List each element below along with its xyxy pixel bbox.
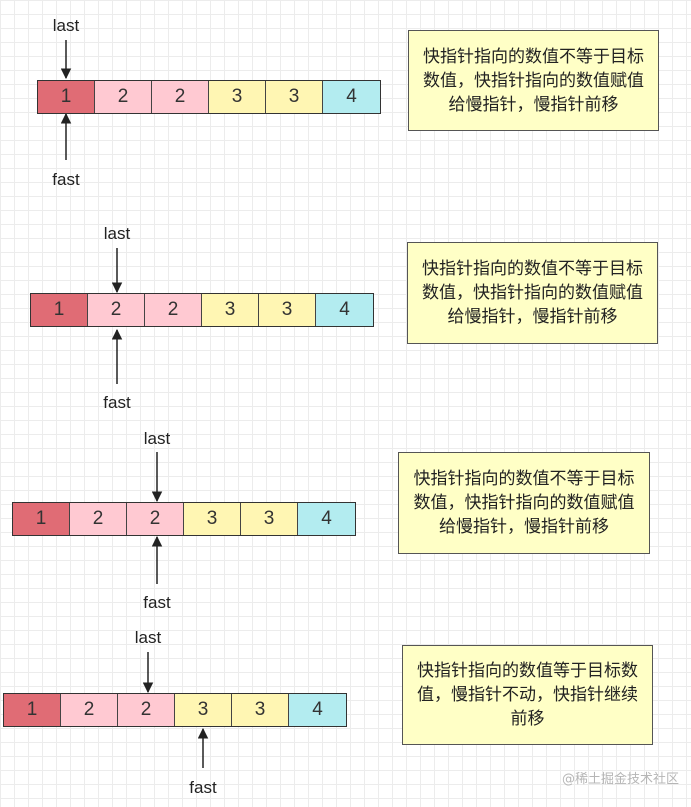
- note-text-4: 快指针指向的数值等于目标数值，慢指针不动，快指针继续前移: [417, 661, 638, 729]
- array-cell: 4: [323, 81, 380, 113]
- watermark: @稀土掘金技术社区: [561, 772, 679, 787]
- array-cell: 1: [13, 503, 70, 535]
- array-cell: 3: [241, 503, 298, 535]
- last-label-3: last: [143, 429, 171, 448]
- note-3: 快指针指向的数值不等于目标数值，快指针指向的数值赋值给慢指针，慢指针前移: [398, 452, 650, 554]
- fast-label-1: fast: [52, 170, 80, 189]
- array-cell: 1: [4, 694, 61, 726]
- array-cell: 3: [209, 81, 266, 113]
- fast-label-4: fast: [189, 778, 217, 797]
- array-cell: 3: [202, 294, 259, 326]
- note-text-1: 快指针指向的数值不等于目标数值，快指针指向的数值赋值给慢指针，慢指针前移: [423, 46, 644, 115]
- array-cell: 2: [70, 503, 127, 535]
- array-cell: 1: [38, 81, 95, 113]
- array-cell: 4: [316, 294, 373, 326]
- array-cell: 4: [298, 503, 355, 535]
- array-cell: 2: [61, 694, 118, 726]
- array-cell: 3: [175, 694, 232, 726]
- last-label-4: last: [134, 628, 162, 647]
- note-2: 快指针指向的数值不等于目标数值，快指针指向的数值赋值给慢指针，慢指针前移: [407, 242, 658, 344]
- array-cell: 2: [118, 694, 175, 726]
- array-cell: 3: [232, 694, 289, 726]
- last-label-1: last: [52, 16, 80, 35]
- array-cell: 1: [31, 294, 88, 326]
- array-cell: 3: [184, 503, 241, 535]
- array-cell: 3: [259, 294, 316, 326]
- note-text-2: 快指针指向的数值不等于目标数值，快指针指向的数值赋值给慢指针，慢指针前移: [422, 259, 643, 327]
- last-label-2: last: [103, 224, 131, 243]
- fast-label-3: fast: [143, 593, 171, 612]
- array-cell: 2: [95, 81, 152, 113]
- note-4: 快指针指向的数值等于目标数值，慢指针不动，快指针继续前移: [402, 645, 653, 745]
- fast-label-2: fast: [103, 393, 131, 412]
- array-cell: 2: [145, 294, 202, 326]
- note-1: 快指针指向的数值不等于目标数值，快指针指向的数值赋值给慢指针，慢指针前移: [408, 30, 659, 131]
- array-cell: 2: [88, 294, 145, 326]
- array-cell: 2: [127, 503, 184, 535]
- array-cell: 4: [289, 694, 346, 726]
- array-cell: 3: [266, 81, 323, 113]
- note-text-3: 快指针指向的数值不等于目标数值，快指针指向的数值赋值给慢指针，慢指针前移: [413, 469, 635, 537]
- array-cell: 2: [152, 81, 209, 113]
